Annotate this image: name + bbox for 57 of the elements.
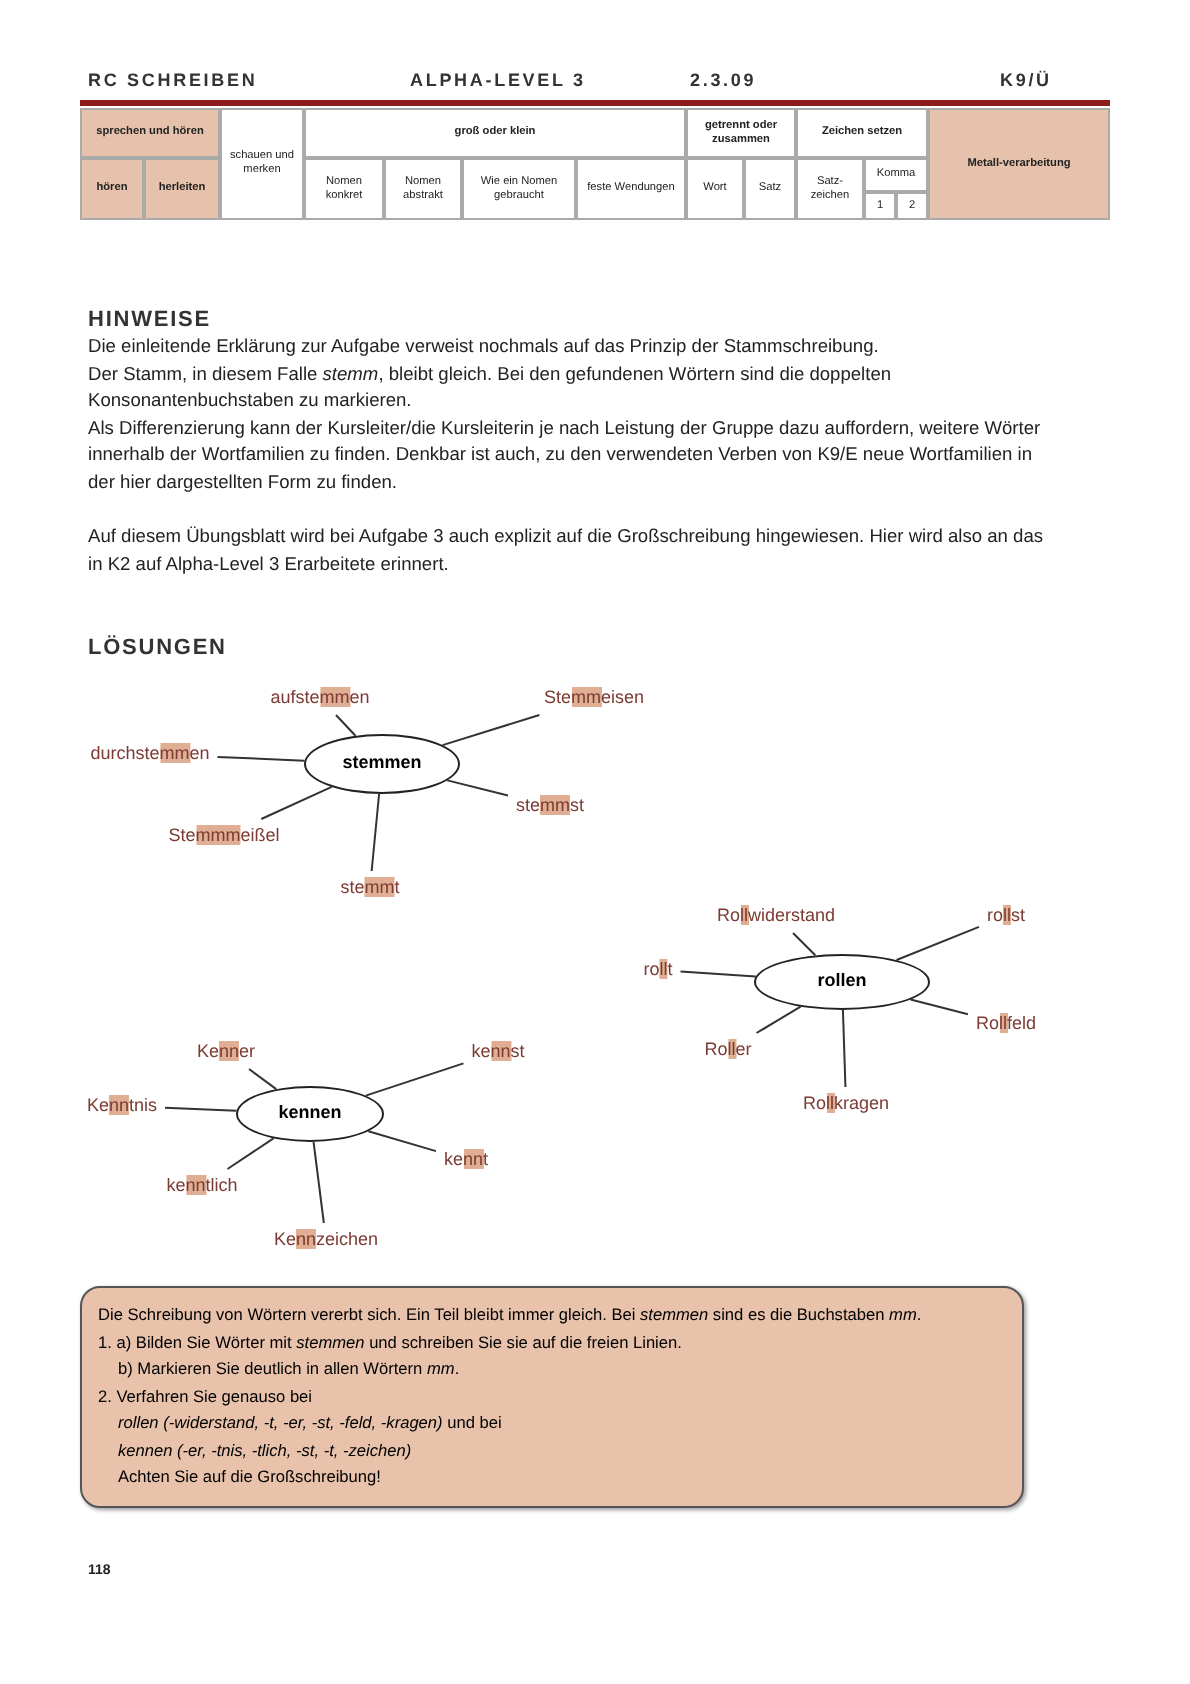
connector-line <box>909 998 969 1016</box>
instruction-text: kennen (-er, -tnis, -tlich, -st, -t, -zeichen) <box>116 1437 414 1464</box>
connector-line <box>755 1005 802 1034</box>
word-label: rollst <box>986 905 1026 927</box>
word-label: kennt <box>443 1149 489 1171</box>
connector-line <box>226 1137 275 1170</box>
word-label: rollt <box>643 959 673 981</box>
connector-line <box>312 1140 325 1224</box>
connector-line <box>164 1106 238 1112</box>
word-label: aufstemmen <box>270 687 370 709</box>
body-paragraph: Auf diesem Übungsblatt wird bei Aufgabe 3 auch explizit auf die Großschreibung hingewiesen. Hier wird also an das in K2 auf Alpha-Level 3 Erarbeitete erinnert. <box>88 524 1046 578</box>
word-label: Kenner <box>196 1041 256 1063</box>
word-label: Kennzeichen <box>273 1229 379 1251</box>
word-label: kenntlich <box>166 1175 238 1197</box>
connector-line <box>334 714 357 737</box>
word-label: Rollfeld <box>975 1013 1037 1035</box>
body-paragraph: Als Differenzierung kann der Kursleiter/die Kursleiterin je nach Leistung der Gruppe dazu auffordern, weitere Wörter innerhalb der Wortfamilien zu finden. Denkbar ist auch, zu den verwendeten Verben von K9/E neue Wortfamilien in der hier dargestellten Form zu finden. <box>88 415 1043 496</box>
connector-line <box>216 755 306 762</box>
instruction-text: 2. Verfahren Sie genauso bei <box>98 1383 315 1410</box>
word-label: Rollkragen <box>802 1093 890 1115</box>
word-label: stemmt <box>340 877 400 899</box>
connector-line <box>895 925 980 962</box>
connector-line <box>446 779 509 797</box>
connector-line <box>367 1130 437 1153</box>
connector-line <box>841 1009 847 1088</box>
body-paragraph: Der Stamm, in diesem Falle stemm, bleibt gleich. Bei den gefundenen Wörtern sind die doppelten Konsonantenbuchstaben zu markieren. <box>88 361 894 415</box>
connector-line <box>370 793 381 872</box>
section-heading: LÖSUNGEN <box>88 633 227 664</box>
word-label: Kenntnis <box>86 1095 158 1117</box>
header-text: 2.3.09 <box>690 68 757 94</box>
instruction-box <box>80 1286 1024 1507</box>
header-text: K9/Ü <box>1000 68 1052 94</box>
word-label: Rollwiderstand <box>716 905 836 927</box>
instruction-text: Achten Sie auf die Großschreibung! <box>116 1464 383 1490</box>
ellipse-node: rollen <box>754 954 930 1010</box>
connector-line <box>248 1068 278 1091</box>
header-text: ALPHA-LEVEL 3 <box>410 68 586 94</box>
connector-line <box>364 1062 465 1097</box>
word-label: stemmst <box>515 795 585 817</box>
instruction-text: b) Markieren Sie deutlich in allen Wörtern mm. <box>116 1356 462 1382</box>
word-label: kennst <box>471 1041 525 1063</box>
word-label: durchstemmen <box>90 743 210 765</box>
header-text: RC SCHREIBEN <box>88 68 258 94</box>
body-paragraph: Die einleitende Erklärung zur Aufgabe verweist nochmals auf das Prinzip der Stammschreibung. <box>88 334 881 360</box>
word-label: Roller <box>704 1039 752 1061</box>
word-label: Stemmmeißel <box>168 825 280 847</box>
instruction-text: Die Schreibung von Wörtern vererbt sich. Ein Teil bleibt immer gleich. Bei stemmen sind es die Buchstaben mm. <box>98 1302 924 1328</box>
instruction-text: 1. a) Bilden Sie Wörter mit stemmen und schreiben Sie sie auf die freien Linien. <box>98 1329 684 1356</box>
connector-line <box>792 932 817 957</box>
ellipse-node: kennen <box>236 1086 384 1142</box>
connector-line <box>679 970 757 978</box>
connector-line <box>260 785 333 820</box>
word-label: Stemmeisen <box>543 687 645 709</box>
ellipse-node: stemmen <box>304 734 460 794</box>
connector-line <box>441 714 541 747</box>
section-heading: HINWEISE <box>88 306 211 336</box>
instruction-text: rollen (-widerstand, -t, -er, -st, -feld, -kragen) und bei <box>116 1410 504 1436</box>
